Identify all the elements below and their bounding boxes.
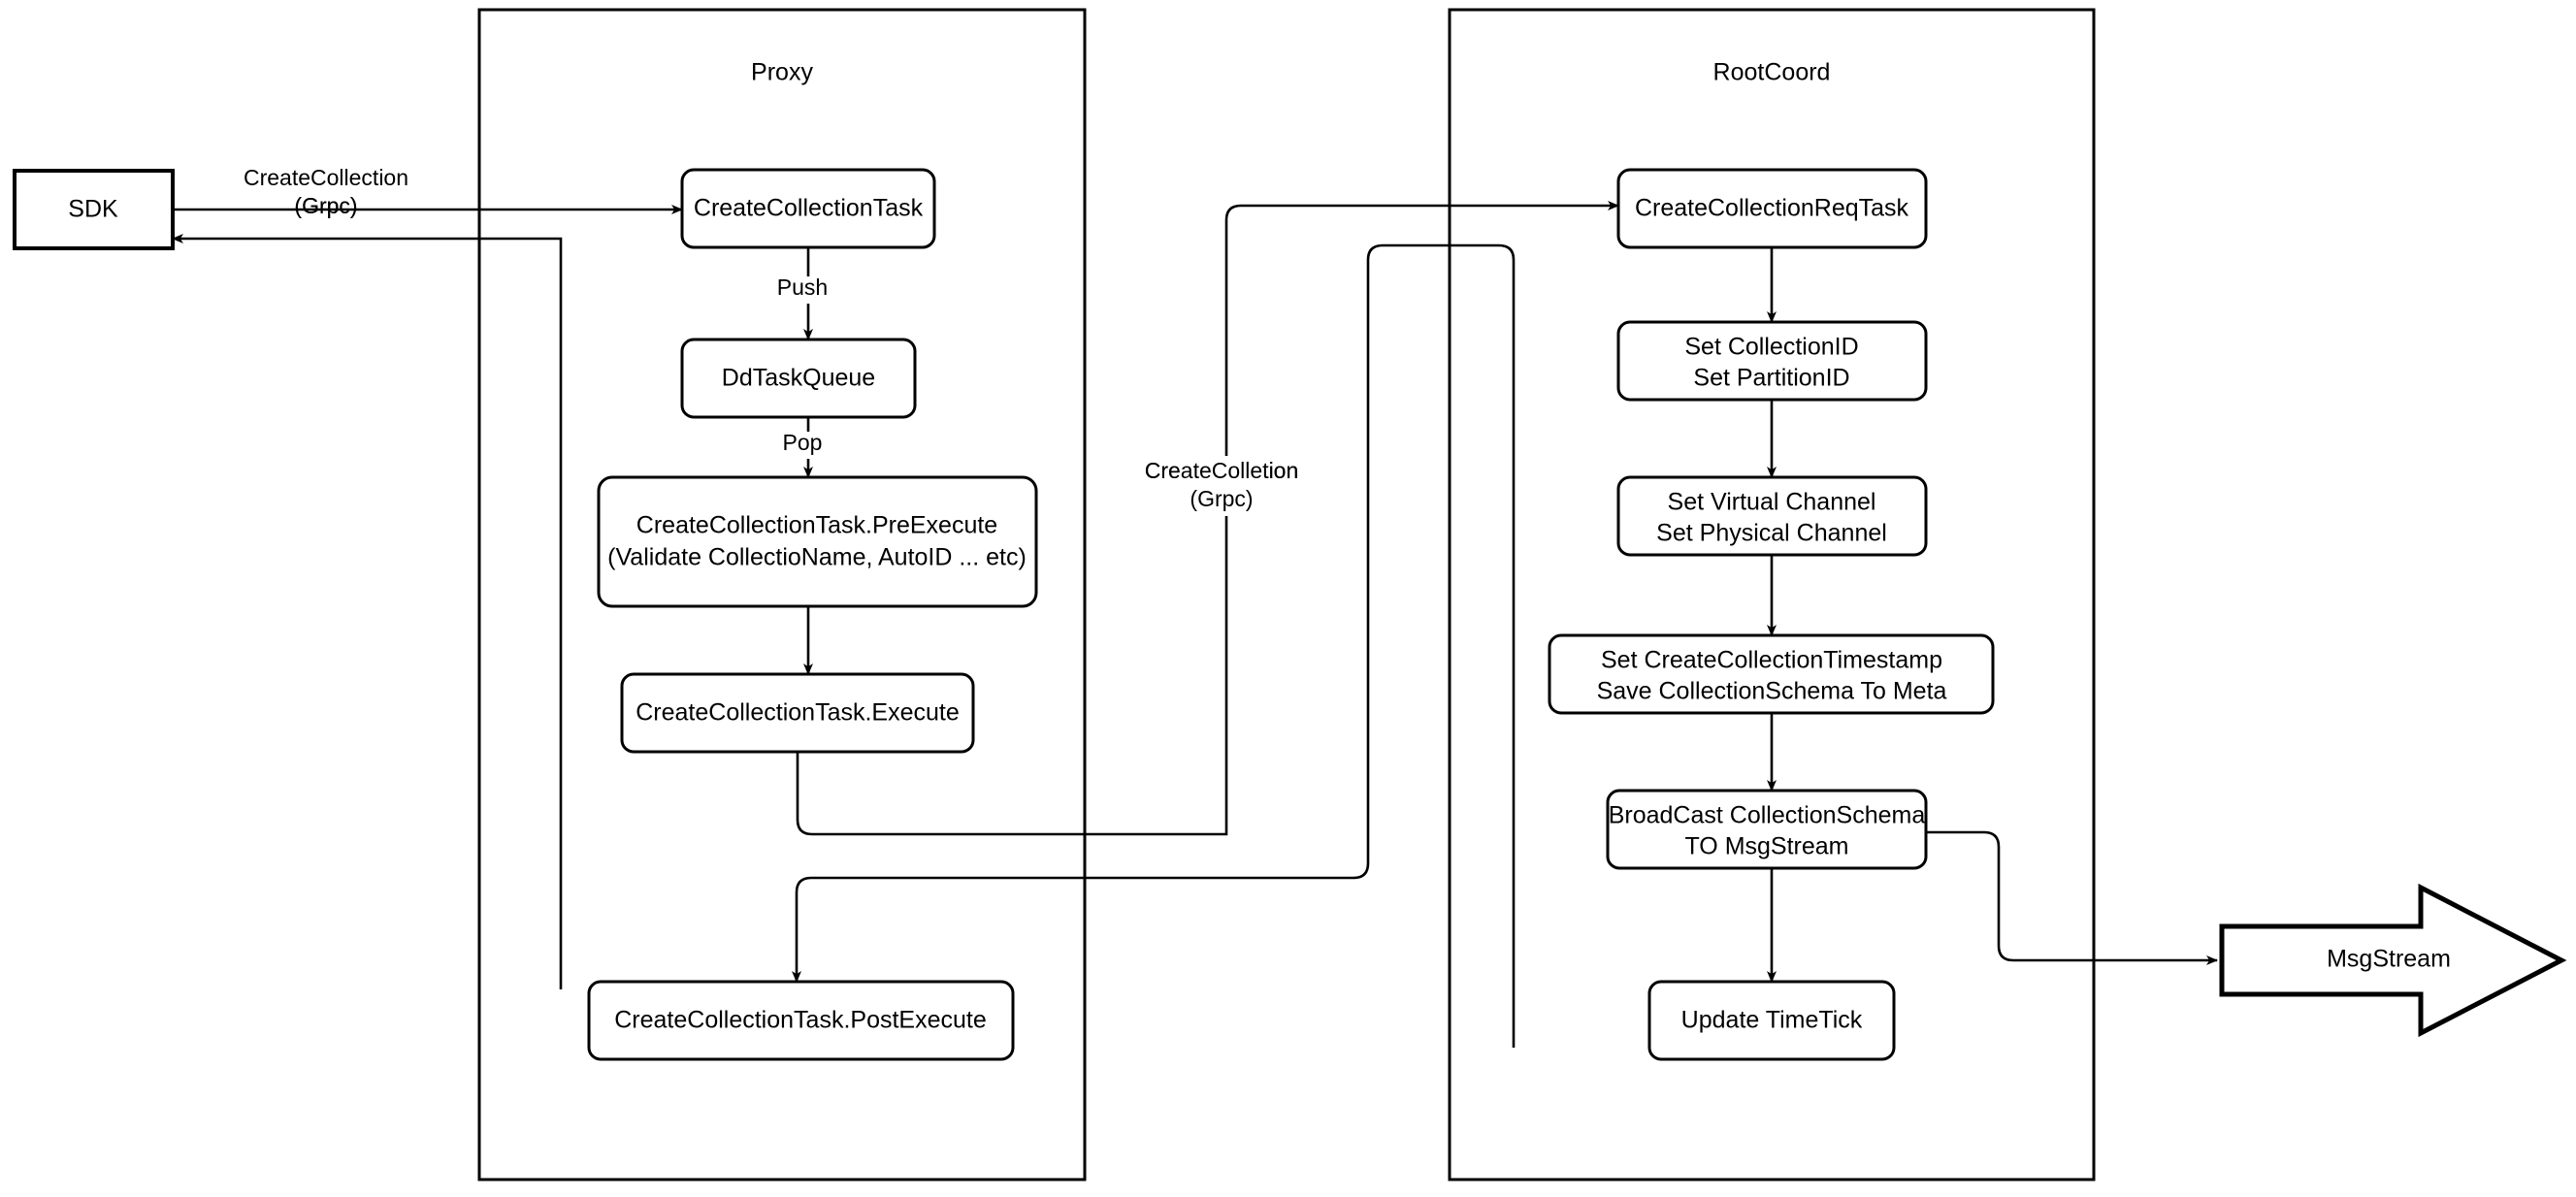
msgstream-label: MsgStream [2327, 946, 2451, 973]
execute-label: CreateCollectionTask.Execute [636, 699, 960, 727]
node-post-execute[interactable]: CreateCollectionTask.PostExecute [587, 980, 1015, 1061]
set-channel-box [1616, 475, 1928, 557]
edge-label-create-collection-grpc-line2: (Grpc) [294, 193, 357, 218]
edge-label-create-colletion-grpc-line1-top: CreateColletion [1145, 458, 1299, 483]
node-set-ids[interactable]: Set CollectionID Set PartitionID [1616, 320, 1928, 402]
node-dd-task-queue[interactable]: DdTaskQueue [680, 338, 917, 419]
proxy-container-title: Proxy [751, 59, 813, 86]
edge-broadcast-to-msgstream [1926, 830, 2218, 965]
label-mask-push [766, 276, 839, 304]
req-task-box [1616, 168, 1928, 249]
pre-execute-box [597, 475, 1038, 608]
label-mask-sdk-line1 [239, 165, 415, 194]
set-channel-label-line1: Set Virtual Channel [1668, 489, 1876, 516]
create-collection-task-box [680, 168, 936, 249]
node-msgstream[interactable]: MsgStream [2219, 883, 2567, 1038]
broadcast-label-line2: TO MsgStream [1684, 833, 1848, 860]
node-pre-execute[interactable]: CreateCollectionTask.PreExecute (Validat… [597, 475, 1038, 608]
broadcast-box [1606, 789, 1928, 870]
set-ids-label-line1: Set CollectionID [1684, 334, 1858, 361]
req-task-label: CreateCollectionReqTask [1635, 195, 1909, 222]
set-timestamp-label-line2: Save CollectionSchema To Meta [1597, 678, 1947, 705]
set-timestamp-box [1548, 633, 1995, 715]
node-execute[interactable]: CreateCollectionTask.Execute [620, 672, 975, 754]
node-sdk[interactable]: SDK [13, 169, 175, 250]
edge-label-create-colletion-grpc-line2-top: (Grpc) [1190, 486, 1253, 511]
rootcoord-container-title: RootCoord [1713, 59, 1831, 86]
edge-label-pop-top: Pop [783, 430, 823, 455]
edge-label-push-top: Push [777, 275, 828, 300]
sdk-label: SDK [68, 196, 118, 223]
broadcast-label-line1: BroadCast CollectionSchema [1609, 802, 1926, 829]
set-ids-box [1616, 320, 1928, 402]
dd-task-queue-box [680, 338, 917, 419]
node-req-task[interactable]: CreateCollectionReqTask [1616, 168, 1928, 249]
pre-execute-label-line2: (Validate CollectioName, AutoID ... etc) [607, 544, 1027, 571]
update-timetick-box [1647, 980, 1896, 1061]
post-execute-label: CreateCollectionTask.PostExecute [614, 1007, 987, 1034]
edge-label-create-collection-grpc-line1-top: CreateCollection [244, 165, 408, 190]
node-broadcast[interactable]: BroadCast CollectionSchema TO MsgStream [1606, 789, 1928, 870]
edge-execute-to-req-task [796, 201, 1619, 836]
dd-task-queue-label: DdTaskQueue [722, 365, 875, 392]
node-update-timetick[interactable]: Update TimeTick [1647, 980, 1896, 1061]
label-mask-pop [771, 432, 833, 459]
execute-box [620, 672, 975, 754]
update-timetick-label: Update TimeTick [1681, 1007, 1863, 1034]
pre-execute-label-line1: CreateCollectionTask.PreExecute [636, 512, 997, 539]
node-set-timestamp[interactable]: Set CreateCollectionTimestamp Save Colle… [1548, 633, 1995, 715]
node-set-channel[interactable]: Set Virtual Channel Set Physical Channel [1616, 475, 1928, 557]
edge-label-create-collection-grpc-line2-top: (Grpc) [294, 193, 357, 218]
edge-rootcoord-to-post-execute [792, 243, 1516, 1048]
set-ids-label-line2: Set PartitionID [1693, 365, 1849, 392]
post-execute-box [587, 980, 1015, 1061]
set-timestamp-label-line1: Set CreateCollectionTimestamp [1601, 647, 1942, 674]
label-mask-proxy-rootcoord [1178, 456, 1267, 516]
node-create-collection-task[interactable]: CreateCollectionTask [680, 168, 936, 249]
edge-post-execute-to-sdk [172, 234, 563, 989]
msgstream-arrow-shape [2219, 883, 2567, 1038]
set-channel-label-line2: Set Physical Channel [1656, 520, 1887, 547]
create-collection-task-label: CreateCollectionTask [694, 195, 924, 222]
sdk-box [13, 169, 175, 250]
